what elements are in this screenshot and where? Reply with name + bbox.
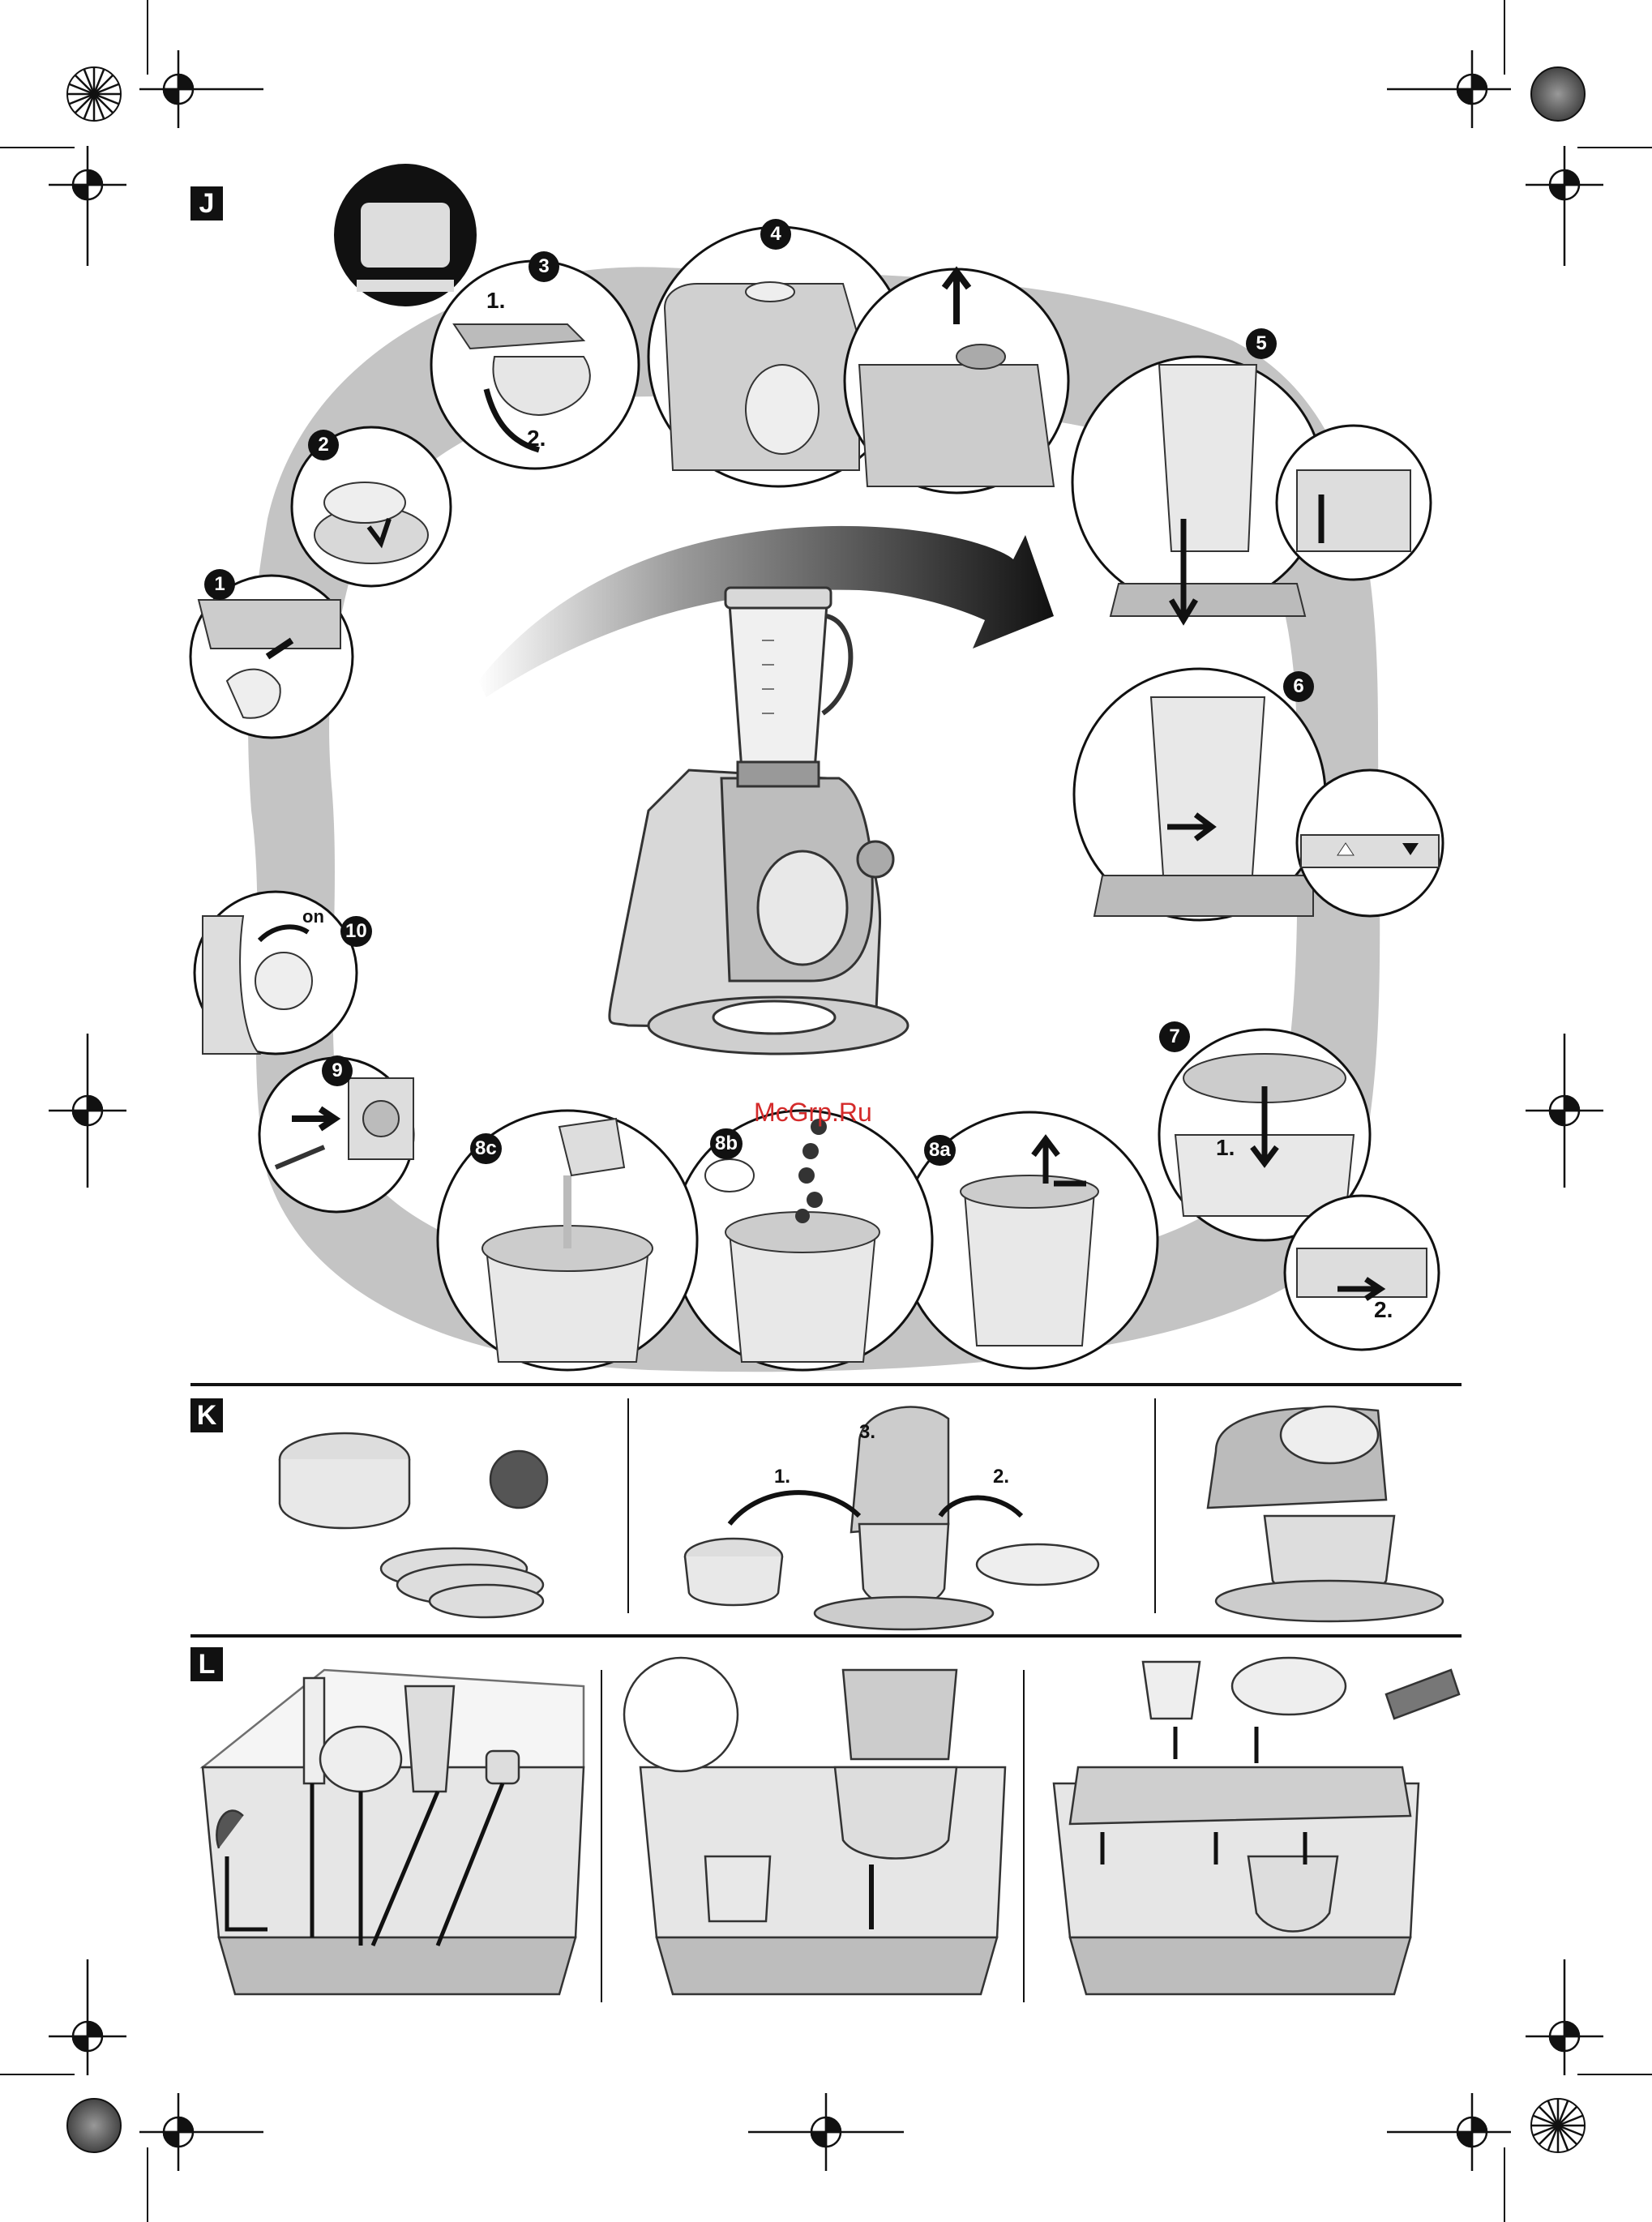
step3-sub-1: 1. xyxy=(486,288,505,314)
step-badge-9: 9 xyxy=(322,1055,353,1086)
watermark-text: McGrp.Ru xyxy=(754,1098,872,1128)
section-label-l: L xyxy=(190,1647,223,1681)
k-sub-3: 3. xyxy=(859,1421,875,1444)
step-badge-8b: 8b xyxy=(710,1128,743,1159)
step-badge-8a: 8a xyxy=(924,1135,956,1166)
section-label-k: K xyxy=(190,1398,223,1432)
step3-sub-2: 2. xyxy=(527,426,546,452)
step-badge-4: 4 xyxy=(760,219,791,250)
step-badge-6: 6 xyxy=(1283,671,1314,702)
step-badge-2: 2 xyxy=(308,430,339,460)
step-5-zoom xyxy=(1277,426,1431,580)
packing-box-2 xyxy=(624,1658,1005,1994)
packing-box-1 xyxy=(203,1670,584,1994)
step-badge-1: 1 xyxy=(204,569,235,600)
step-1-vignette xyxy=(190,576,353,738)
section-label-j: J xyxy=(190,186,223,220)
step-4-zoom xyxy=(845,269,1068,493)
step-badge-3: 3 xyxy=(529,251,559,282)
step7-sub-2: 2. xyxy=(1374,1297,1393,1323)
packing-box-3 xyxy=(1054,1658,1459,1994)
step-6-zoom xyxy=(1297,770,1443,916)
step-badge-10: 10 xyxy=(340,916,372,947)
k-sub-1: 1. xyxy=(774,1466,790,1488)
step-3-inset xyxy=(334,164,477,306)
step10-on-label: on xyxy=(302,906,324,927)
step-badge-8c: 8c xyxy=(470,1133,502,1164)
step-7-zoom xyxy=(1285,1196,1439,1350)
step-badge-7: 7 xyxy=(1159,1021,1190,1052)
section-l-art xyxy=(203,1658,1459,1994)
step-6-vignette xyxy=(1074,669,1325,920)
k-sub-2: 2. xyxy=(993,1466,1009,1488)
step7-sub-1: 1. xyxy=(1216,1135,1235,1161)
step-10-vignette xyxy=(195,892,357,1054)
step-badge-5: 5 xyxy=(1246,328,1277,359)
